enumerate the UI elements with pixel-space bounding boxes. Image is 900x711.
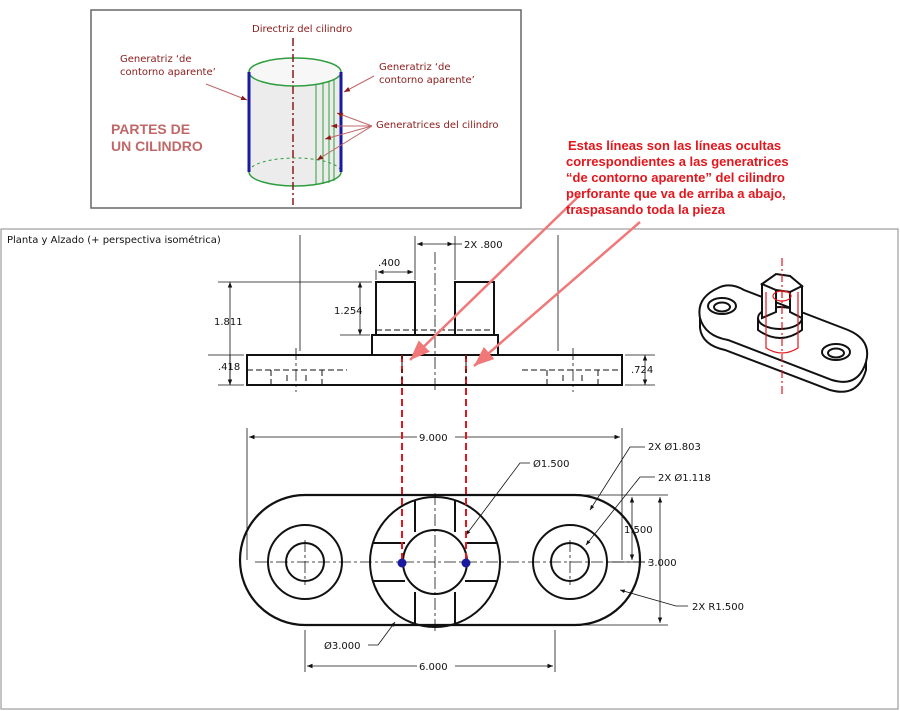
dim-418: .418 [218,362,240,373]
generatrices-pointer-3 [324,125,373,140]
inset-title-2: UN CILINDRO [111,138,203,154]
dim-2x-800: 2X .800 [464,240,503,251]
dim-2x-r1500: 2X R1.500 [692,602,744,613]
plate-outline [238,493,642,627]
generatriz-left-pointer [205,83,248,101]
dim-3000: 3.000 [648,558,677,569]
generatriz-right-pointer [343,75,375,93]
directriz-label: Directriz del cilindro [252,24,352,35]
dim-6000-bg [417,659,455,673]
note-line-5: traspasando toda la pieza [566,202,726,217]
note-line-3: “de contorno aparente” del cilindro [566,170,785,185]
tangent-point-right [461,558,471,568]
elevation-dimension-lines [227,241,648,385]
note-arrow-right [473,221,641,367]
cylinder-bottom-front [248,171,342,187]
generatrices-lines [315,79,335,185]
iso-hole-left-inner [713,301,731,313]
upright-right [454,281,495,336]
generatriz-left-label-1: Generatriz ‘de [120,54,192,65]
dim-2x-1803: 2X Ø1.803 [648,441,701,453]
dim-9000-bg [417,429,455,443]
projection-lines [397,355,471,568]
upright-left [375,281,416,336]
center-slots [372,500,498,624]
dim-2x-1118: 2X Ø1.118 [658,472,711,484]
generatriz-left-label-2: contorno aparente’ [120,67,216,78]
cylinder-inset: Directriz del cilindro Generatriz ‘de co… [90,9,522,209]
note-line-4: perforante que va de arriba a abajo, [566,186,786,201]
elevation-hidden-lines [247,282,622,385]
generatrices-pointer-1 [336,112,373,127]
note-line-2: correspondientes a las generatrices [566,154,789,169]
note-arrow-left [409,194,581,361]
generatrices-pointer-4 [316,125,373,161]
annotation-note: Estas líneas son las líneas ocultas corr… [566,138,789,217]
plan-extension-lines [246,428,668,672]
iso-hole-right-inner [827,347,845,359]
main-frame [0,228,899,710]
elevation-view: 2X .800 .400 1.254 1.811 .418 .724 [208,235,655,392]
plan-dimension-lines [249,434,663,669]
dim-724: .724 [631,365,653,376]
frame-title: Planta y Alzado (+ perspectiva isométric… [7,234,221,246]
isometric-view [698,258,869,395]
elevation-center-lines [295,252,574,392]
dim-1500-dia: Ø1.500 [533,458,570,470]
generatrices-label: Generatrices del cilindro [376,120,498,131]
note-line-1: Estas líneas son las líneas ocultas [568,138,781,153]
dim-1500: 1.500 [624,525,653,536]
iso-upright-top [759,272,804,294]
cylinder-top-ellipse [248,57,342,87]
generatriz-right-label-2: contorno aparente’ [379,75,475,86]
cylinder-bottom-back [248,157,342,173]
iso-red-cylinder [765,292,799,354]
plan-view: 9.000 6.000 2X Ø1.803 2X Ø1.118 Ø1.500 1… [238,428,744,673]
dim-1254: 1.254 [334,306,363,317]
dim-1811: 1.811 [214,317,243,328]
plan-leaders [368,446,688,646]
dim-400: .400 [378,258,400,269]
dim-6000: 6.000 [419,662,448,673]
tangent-point-left [397,558,407,568]
dim-3000-dia: Ø3.000 [324,640,361,652]
generatriz-right-label-1: Generatriz ‘de [379,62,451,73]
inset-title-1: PARTES DE [111,121,190,137]
elevation-extension-lines [208,235,655,386]
dim-9000: 9.000 [419,433,448,444]
plan-center-lines [255,493,650,632]
cylinder-body [249,72,341,186]
